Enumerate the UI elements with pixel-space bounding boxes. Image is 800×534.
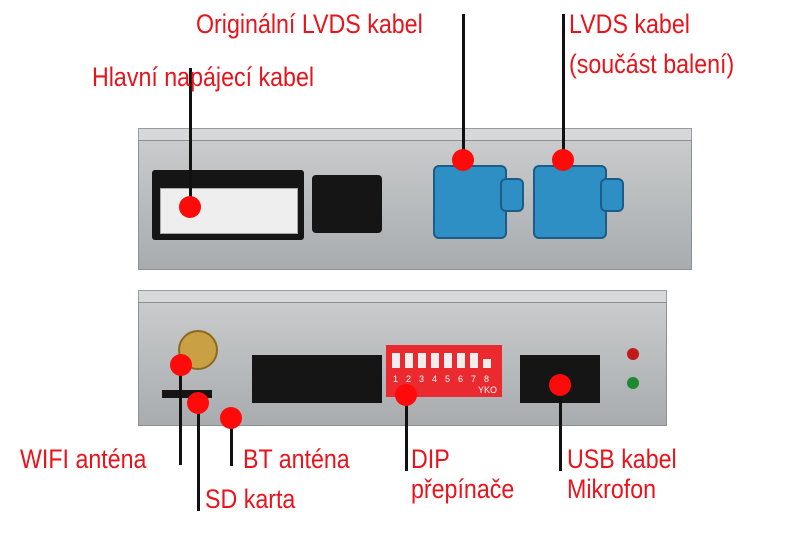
original-lvds-line (462, 14, 465, 160)
label-usb-1: USB kabel (567, 444, 677, 474)
original-lvds-latch (500, 178, 524, 212)
sd-marker (187, 392, 209, 414)
dip-number: 4 (432, 374, 438, 384)
label-dip-1: DIP (411, 444, 450, 474)
dip-number: 3 (419, 374, 425, 384)
dip-marker (395, 384, 417, 406)
lvds-marker (552, 149, 574, 171)
sd-line (197, 403, 200, 511)
green-led (627, 377, 639, 389)
main-power-marker (179, 196, 201, 218)
dip-number: 8 (484, 374, 490, 384)
label-original-lvds: Originální LVDS kabel (196, 9, 423, 39)
sd-card-slot (162, 390, 212, 398)
wifi-marker (170, 354, 192, 376)
label-main-power: Hlavní napájecí kabel (92, 62, 315, 92)
secondary-connector (312, 175, 382, 233)
original-lvds-marker (452, 149, 474, 171)
lvds-connector (533, 165, 607, 239)
label-lvds-1: LVDS kabel (569, 9, 690, 39)
dip-brand: YKO (478, 385, 498, 395)
label-usb-2: Mikrofon (567, 474, 657, 504)
lvds-latch (600, 178, 624, 212)
dip-number: 7 (471, 374, 477, 384)
power-connector-insert (160, 188, 298, 234)
dip-number: 1 (393, 374, 399, 384)
red-led (627, 348, 639, 360)
main-harness-connector (252, 355, 382, 403)
label-wifi: WIFI anténa (20, 444, 147, 474)
label-bt: BT anténa (243, 444, 350, 474)
main-power-line (189, 68, 192, 206)
bt-marker (220, 407, 242, 429)
dip-number: 5 (445, 374, 451, 384)
dip-line (405, 395, 408, 471)
bt-line (230, 418, 233, 466)
wifi-line (179, 365, 182, 465)
dip-number: 6 (458, 374, 464, 384)
original-lvds-connector (433, 165, 507, 239)
label-sd: SD karta (205, 484, 296, 514)
label-dip-2: přepínače (411, 474, 515, 504)
dip-number: 2 (406, 374, 412, 384)
usb-marker (549, 374, 571, 396)
usb-line (559, 385, 562, 471)
label-lvds-2: (součást balení) (569, 49, 735, 79)
lvds-line (562, 14, 565, 160)
